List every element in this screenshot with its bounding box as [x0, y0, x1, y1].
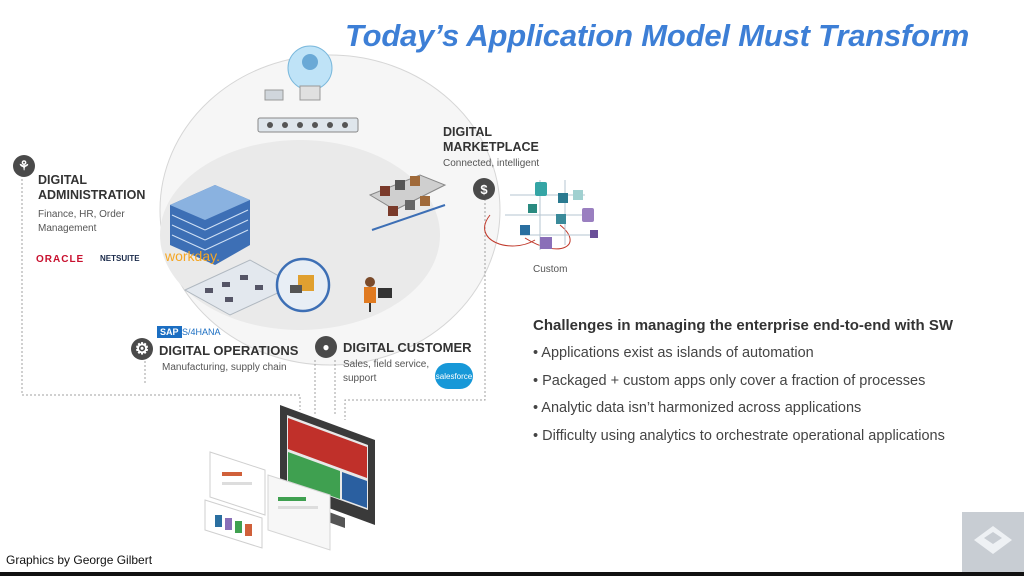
- credit-text: Graphics by George Gilbert: [6, 553, 153, 567]
- marketplace-network: [484, 180, 598, 250]
- s4hana-logo: S/4HANA: [182, 327, 221, 337]
- admin-desc-line1: Finance, HR, Order: [38, 209, 125, 220]
- gear-icon: ⚙: [131, 338, 153, 360]
- admin-desc-line2: Management: [38, 223, 97, 234]
- admin-heading: DIGITAL ADMINISTRATION: [38, 173, 145, 203]
- marketplace-heading-line1: DIGITAL: [443, 125, 493, 139]
- custom-label: Custom: [533, 264, 568, 275]
- connector-lines: [21, 175, 486, 420]
- analytics-rack: [257, 89, 359, 133]
- bottom-bar: [0, 572, 1024, 576]
- lightbulb-icon: [287, 45, 333, 101]
- salesforce-logo: salesforce: [435, 363, 473, 389]
- operations-description: Manufacturing, supply chain: [162, 362, 287, 373]
- marketplace-description: Connected, intelligent: [443, 158, 540, 169]
- admin-heading-line2: ADMINISTRATION: [38, 188, 146, 202]
- customer-desc-line2: support: [343, 373, 377, 384]
- challenge-bullet: • Difficulty using analytics to orchestr…: [533, 428, 945, 444]
- person-icon: ●: [315, 336, 337, 358]
- oracle-logo: ORACLE: [36, 254, 85, 265]
- challenge-bullet: • Applications exist as islands of autom…: [533, 345, 814, 361]
- warehouse-shelf-icon: [368, 174, 447, 231]
- dollar-icon: $: [473, 178, 495, 200]
- slide-title: Today’s Application Model Must Transform: [345, 18, 970, 53]
- customer-desc-line1: Sales, field service,: [343, 359, 430, 370]
- marketplace-heading: DIGITAL MARKETPLACE: [443, 125, 539, 155]
- challenges-heading: Challenges in managing the enterprise en…: [533, 317, 954, 334]
- person-at-computer-icon: [364, 277, 392, 312]
- admin-heading-line1: DIGITAL: [38, 173, 88, 187]
- workday-logo: workday.: [165, 248, 220, 264]
- magnifier-icon: [275, 257, 331, 313]
- customer-heading: DIGITAL CUSTOMER: [343, 340, 472, 355]
- challenge-bullet: • Analytic data isn’t harmonized across …: [533, 400, 862, 416]
- challenge-bullet: • Packaged + custom apps only cover a fr…: [533, 373, 926, 389]
- floating-documents: [204, 451, 331, 551]
- admin-description: Finance, HR, Order Management: [38, 208, 125, 236]
- cube-logo-icon: [974, 526, 1012, 554]
- sap-logo: SAP: [157, 326, 182, 338]
- customer-description: Sales, field service, support: [343, 358, 429, 386]
- corner-logo: [962, 512, 1024, 576]
- marketplace-heading-line2: MARKETPLACE: [443, 140, 539, 154]
- netsuite-logo: NETSUITE: [100, 254, 140, 263]
- operations-heading: DIGITAL OPERATIONS: [159, 343, 299, 358]
- org-chart-icon: ⚘: [13, 155, 35, 177]
- office-building-icon: [170, 185, 250, 265]
